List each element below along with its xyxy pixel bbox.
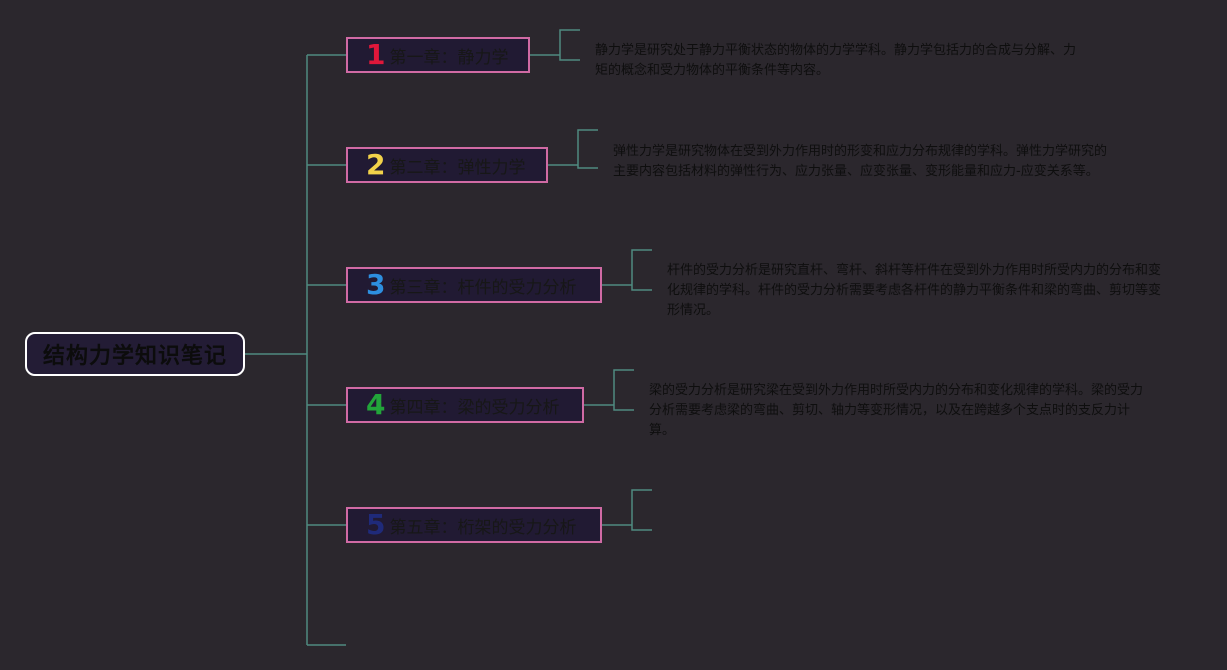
chapter-node-2[interactable]: 2 第二章：弹性力学 xyxy=(346,147,548,183)
root-node[interactable]: 结构力学知识笔记 xyxy=(25,332,245,376)
chapter-node-3[interactable]: 3 第三章：杆件的受力分析 xyxy=(346,267,602,303)
chapter-number-2: 2 xyxy=(366,148,386,181)
chapter-description-2: 弹性力学是研究物体在受到外力作用时的形变和应力分布规律的学科。弹性力学研究的主要… xyxy=(613,144,1108,179)
chapter-label-5: 第五章：桁架的受力分析 xyxy=(389,517,577,538)
bracket-4 xyxy=(613,369,634,411)
bracket-1 xyxy=(559,29,580,61)
chapter-description-4: 梁的受力分析是研究梁在受到外力作用时所受内力的分布和变化规律的学科。梁的受力分析… xyxy=(649,383,1144,438)
chapter-node-5[interactable]: 5 第五章：桁架的受力分析 xyxy=(346,507,602,543)
bracket-2 xyxy=(577,129,598,169)
chapter-description-1: 静力学是研究处于静力平衡状态的物体的力学学科。静力学包括力的合成与分解、力矩的概… xyxy=(595,43,1077,78)
chapter-label-2: 第二章：弹性力学 xyxy=(389,157,526,178)
chapter-description-3: 杆件的受力分析是研究直杆、弯杆、斜杆等杆件在受到外力作用时所受内力的分布和变化规… xyxy=(667,263,1162,318)
chapter-label-1: 第一章：静力学 xyxy=(389,47,509,68)
chapter-node-1[interactable]: 1 第一章：静力学 xyxy=(346,37,530,73)
chapter-number-3: 3 xyxy=(366,268,386,301)
chapter-label-3: 第三章：杆件的受力分析 xyxy=(389,277,577,298)
chapter-number-5: 5 xyxy=(366,508,386,541)
bracket-5 xyxy=(631,489,652,531)
chapter-number-4: 4 xyxy=(366,388,386,421)
chapter-node-4[interactable]: 4 第四章：梁的受力分析 xyxy=(346,387,584,423)
chapter-number-1: 1 xyxy=(366,38,386,71)
bracket-3 xyxy=(631,249,652,291)
root-title: 结构力学知识笔记 xyxy=(42,344,227,369)
chapter-label-4: 第四章：梁的受力分析 xyxy=(389,397,560,418)
